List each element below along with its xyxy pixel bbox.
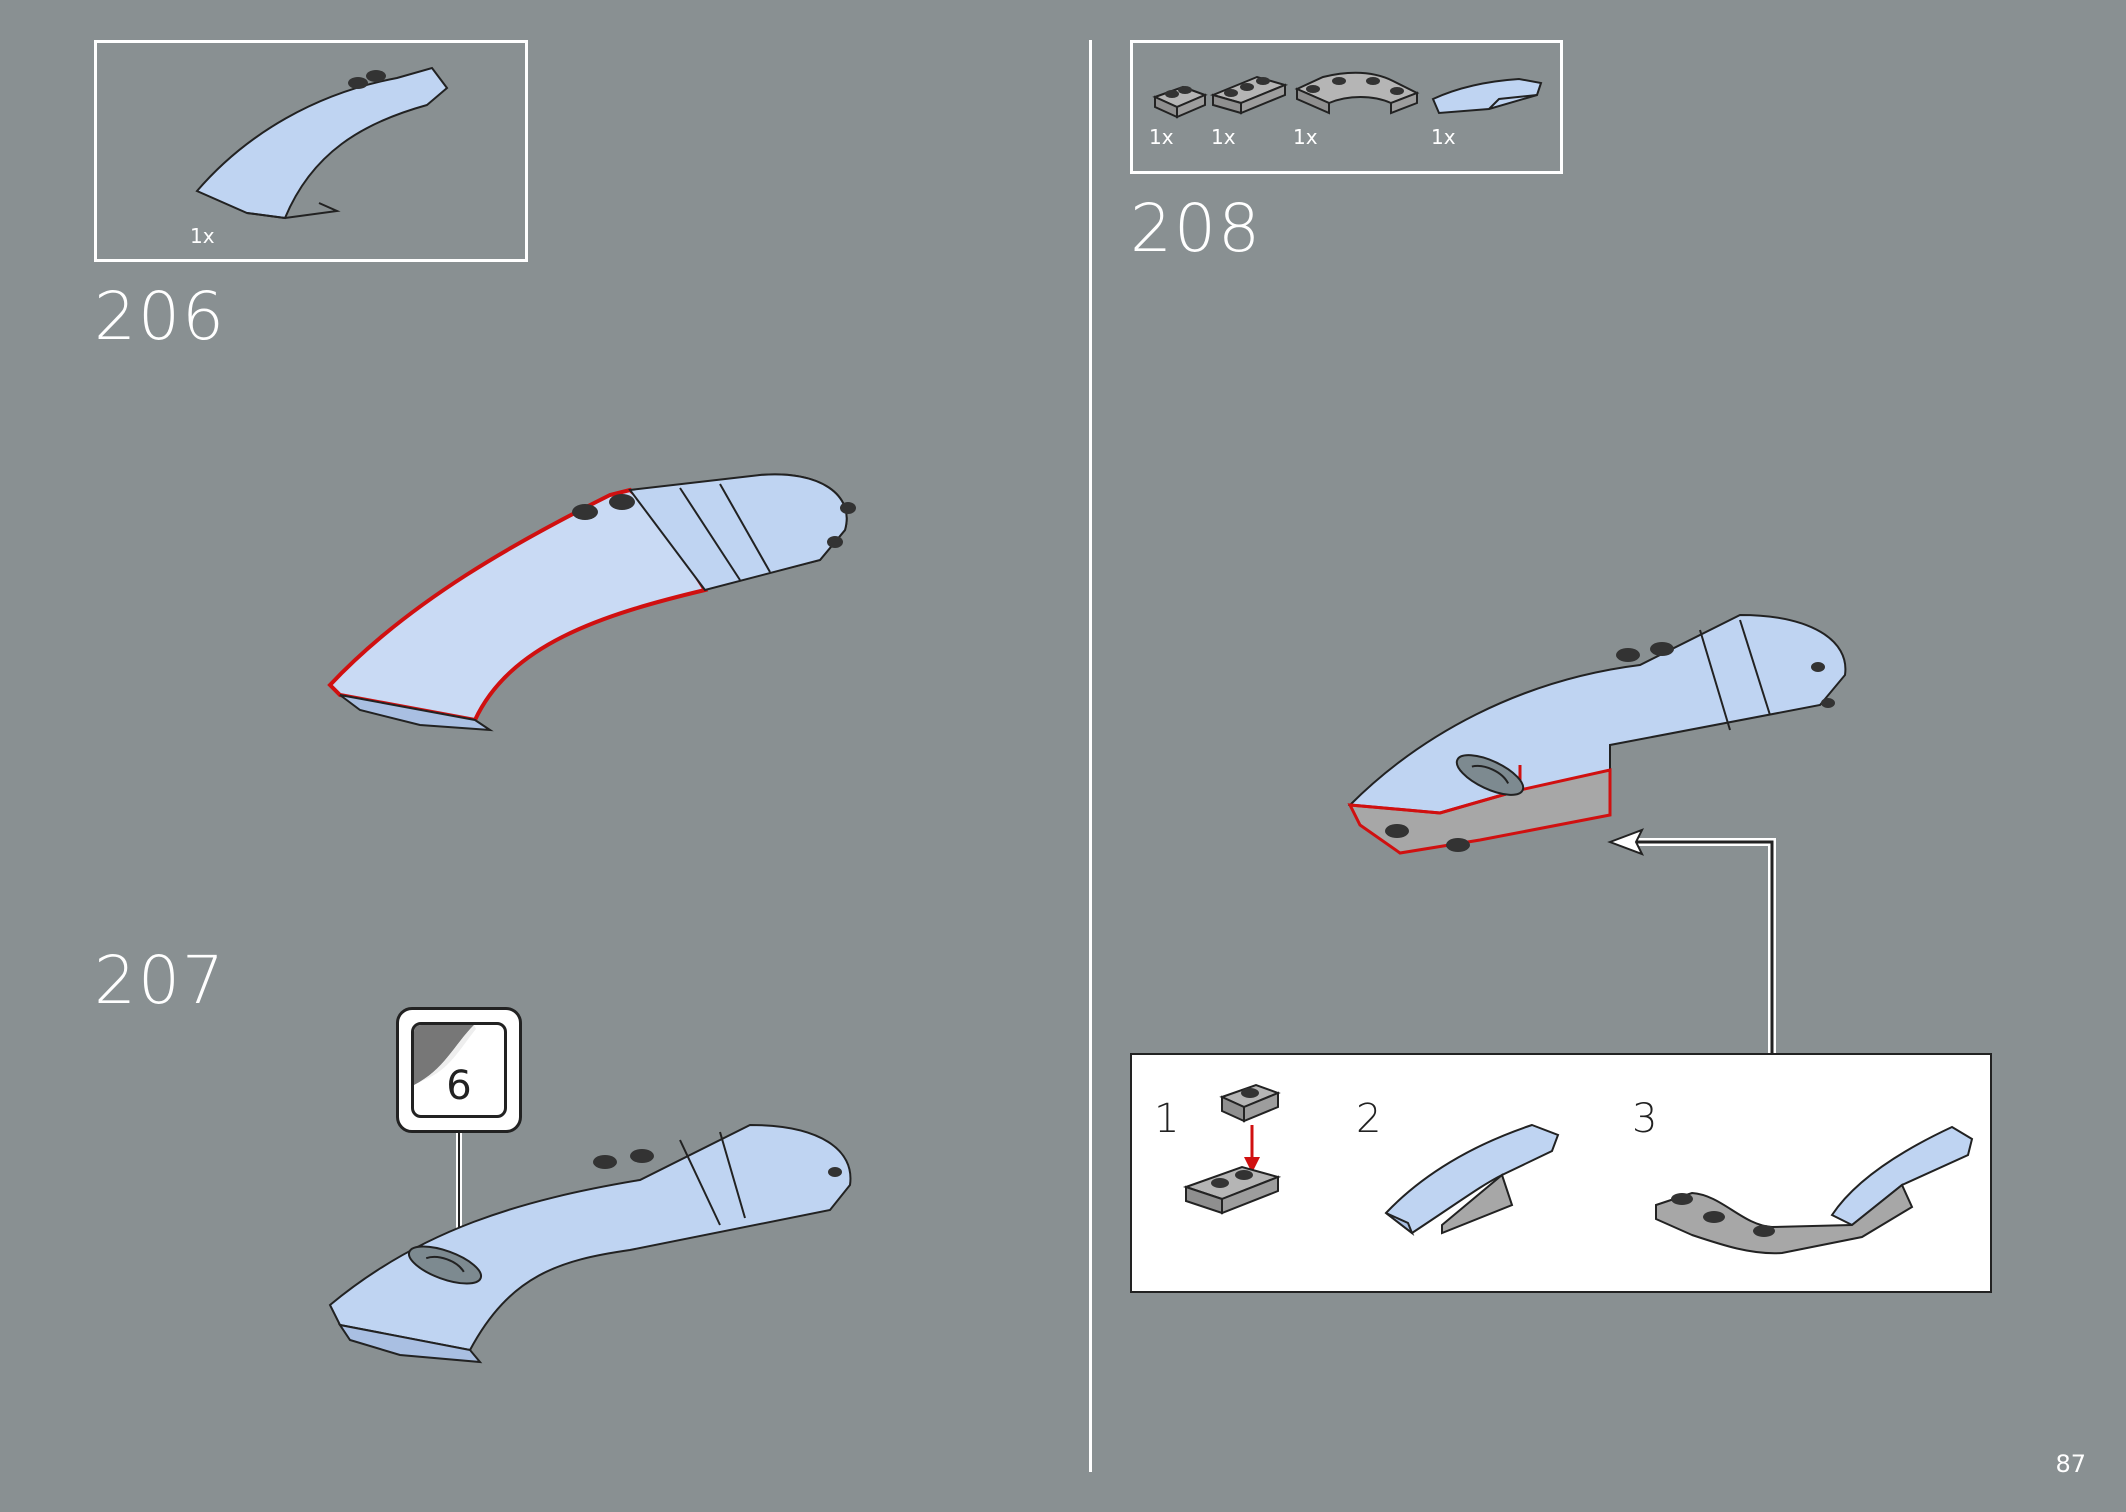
parts-box-206 bbox=[94, 40, 528, 262]
page-divider bbox=[1089, 40, 1092, 1472]
substep-number: 3 bbox=[1632, 1096, 1658, 1142]
step-number: 206 bbox=[94, 278, 226, 355]
decal-logo bbox=[407, 1245, 483, 1285]
step-number: 208 bbox=[1130, 190, 1262, 267]
assembly-arrow bbox=[1607, 828, 1776, 1053]
plate-1x3-part-icon bbox=[1209, 75, 1289, 115]
substep-number: 2 bbox=[1356, 1096, 1382, 1142]
step-number: 207 bbox=[94, 942, 226, 1019]
part-qty: 1x bbox=[1149, 125, 1174, 149]
substep-2-illustration bbox=[1384, 1123, 1560, 1237]
substep-3-illustration bbox=[1655, 1125, 1974, 1255]
substep-panel: 1 2 3 bbox=[1130, 1053, 1992, 1293]
curved-slope-brick-part-icon bbox=[195, 66, 449, 220]
part-qty: 1x bbox=[1431, 125, 1456, 149]
part-qty: 1x bbox=[1211, 125, 1236, 149]
curved-plate-part-icon bbox=[1294, 71, 1420, 115]
plate-1x2-part-icon bbox=[1152, 85, 1208, 119]
curved-slope-part-icon bbox=[1431, 77, 1543, 115]
page-number: 87 bbox=[2055, 1450, 2086, 1478]
part-qty: 1x bbox=[190, 224, 215, 248]
part-qty: 1x bbox=[1293, 125, 1318, 149]
new-piece-highlight bbox=[327, 487, 709, 723]
step-208-model bbox=[1347, 613, 1847, 855]
sticker-icon: 6 bbox=[411, 1022, 507, 1118]
sticker-number: 6 bbox=[446, 1063, 472, 1109]
decal-logo bbox=[1455, 754, 1525, 796]
step-206-model bbox=[327, 473, 856, 732]
substep-number: 1 bbox=[1154, 1096, 1180, 1142]
arrow-head-icon bbox=[1607, 828, 1645, 856]
parts-box-208: 1x 1x 1x 1x bbox=[1130, 40, 1563, 174]
step-207-model bbox=[328, 1123, 852, 1364]
substep-1-illustration bbox=[1182, 1083, 1282, 1215]
sticker-callout: 6 bbox=[396, 1007, 522, 1133]
